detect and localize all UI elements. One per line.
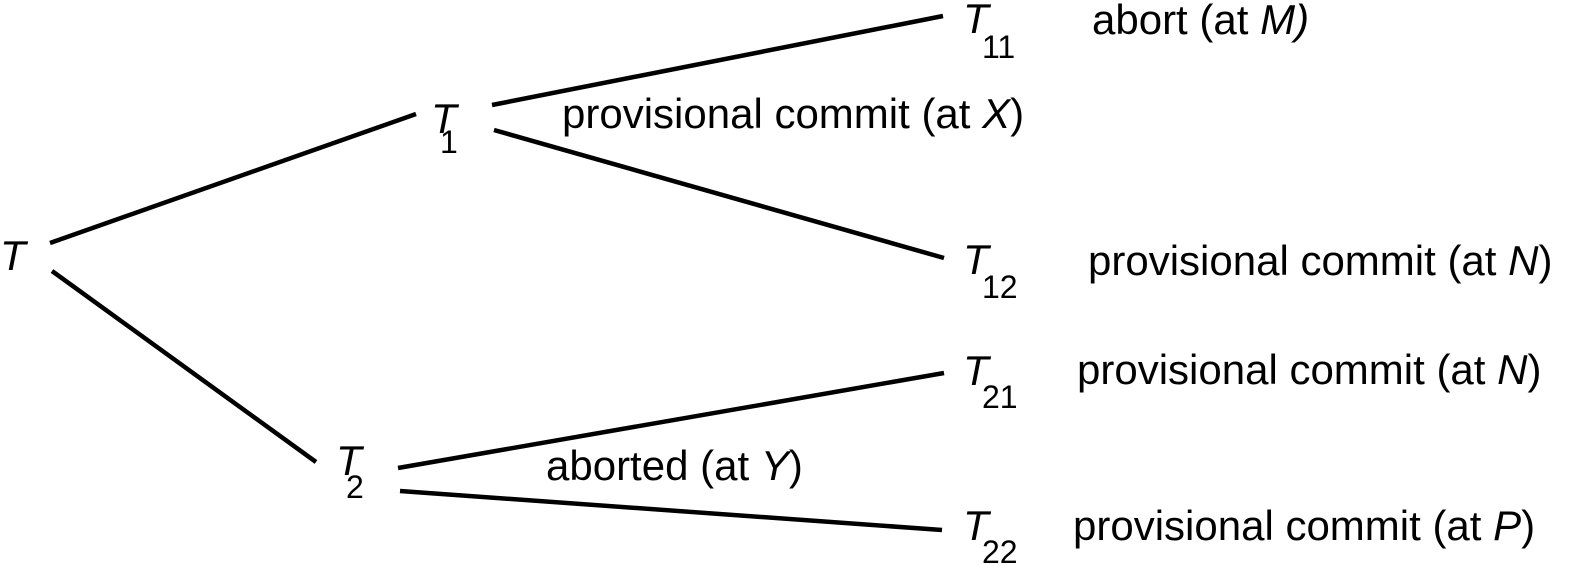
- node-t-name: T: [0, 232, 29, 279]
- node-t1: T 1: [431, 95, 460, 160]
- status-label-t21-text: provisional commit (at: [1077, 346, 1497, 393]
- node-t22-subscript: 22: [982, 534, 1018, 565]
- node-t12-subscript: 12: [982, 269, 1018, 305]
- node-t22-name: T: [963, 502, 992, 549]
- edge-t1-to-t11: [491, 13, 944, 108]
- status-label-t12-server: N: [1508, 237, 1539, 284]
- status-label-t11-server: M: [1260, 0, 1295, 43]
- node-t11: T 11: [963, 0, 1015, 65]
- node-t1-subscript: 1: [440, 124, 458, 160]
- node-t12-name: T: [963, 236, 992, 283]
- edge-t2-to-t22: [399, 488, 943, 533]
- status-label-t21: provisional commit (at N): [1077, 346, 1541, 393]
- status-label-t2: aborted (at Y): [546, 442, 803, 489]
- node-t22: T 22: [963, 502, 1018, 565]
- status-label-t22-close: ): [1521, 502, 1535, 549]
- status-label-t1-server: X: [981, 90, 1012, 137]
- status-label-t2-close: ): [789, 442, 803, 489]
- status-label-t11-text: abort (at: [1092, 0, 1260, 43]
- status-label-t2-text: aborted (at: [546, 442, 761, 489]
- edge-t-to-t2: [50, 269, 318, 464]
- status-label-t22-text: provisional commit (at: [1073, 502, 1493, 549]
- status-label-t11: abort (at M): [1092, 0, 1309, 43]
- status-label-t12-close: ): [1538, 237, 1552, 284]
- node-t12: T 12: [963, 236, 1018, 305]
- node-t21: T 21: [963, 347, 1018, 415]
- status-label-t22: provisional commit (at P): [1073, 502, 1535, 549]
- status-label-t2-server: Y: [761, 442, 792, 489]
- node-t21-subscript: 21: [982, 379, 1018, 415]
- edge-t-to-t1: [49, 111, 417, 246]
- status-label-t1-close: ): [1010, 90, 1024, 137]
- node-t11-name: T: [963, 0, 992, 42]
- status-label-t21-server: N: [1497, 346, 1528, 393]
- node-t21-name: T: [963, 347, 992, 394]
- status-label-t12-text: provisional commit (at: [1088, 237, 1508, 284]
- node-t: T: [0, 232, 29, 279]
- node-t2-name: T: [336, 437, 365, 484]
- status-label-t1: provisional commit (at X): [562, 90, 1024, 137]
- edge-t2-to-t21: [397, 370, 945, 471]
- node-t2: T 2: [336, 437, 365, 505]
- status-label-t12: provisional commit (at N): [1088, 237, 1552, 284]
- node-t2-subscript: 2: [346, 469, 364, 505]
- node-t11-subscript: 11: [982, 29, 1015, 65]
- status-label-t1-text: provisional commit (at: [562, 90, 982, 137]
- status-label-t11-close: ): [1290, 0, 1309, 43]
- node-t1-name: T: [431, 95, 460, 142]
- status-label-t22-server: P: [1493, 502, 1521, 549]
- status-label-t21-close: ): [1527, 346, 1541, 393]
- edge-t1-to-t12: [493, 127, 945, 261]
